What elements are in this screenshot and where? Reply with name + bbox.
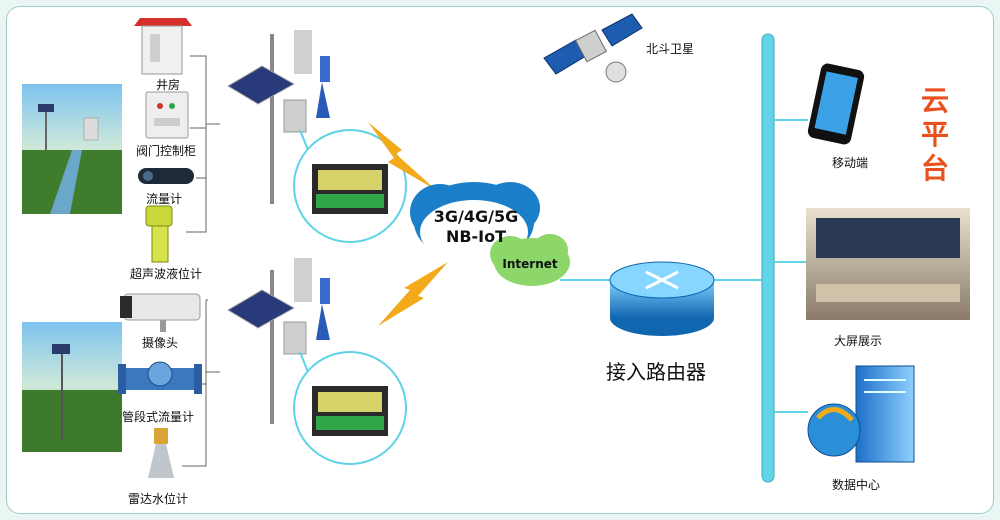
field-photo-2 (22, 322, 122, 452)
label-valve-cabinet: 阀门控制柜 (136, 144, 197, 158)
label-data-center: 数据中心 (832, 478, 881, 492)
wireless-signal-2 (378, 262, 448, 326)
monitoring-station-1 (227, 30, 330, 204)
internet-cloud (490, 234, 570, 286)
label-satellite: 北斗卫星 (646, 42, 695, 56)
cloud-bus-line (761, 33, 775, 483)
rtu-circle-2 (293, 351, 407, 465)
router-icon (609, 261, 715, 336)
control-room-photo (806, 208, 970, 320)
label-well-house: 井房 (156, 78, 181, 92)
wireless-signal-1 (368, 122, 436, 190)
rtu-circle-1 (293, 129, 407, 243)
label-radar-meter: 雷达水位计 (128, 492, 189, 506)
cloud-text-line2: NB-IoT (446, 227, 506, 246)
ultrasonic-level-meter-icon (145, 205, 173, 263)
monitoring-station-2 (227, 258, 330, 424)
pipe-flowmeter-icon (118, 361, 202, 394)
cloud-platform-title: 云平台 (920, 84, 949, 185)
label-big-screen: 大屏展示 (834, 334, 883, 348)
mobile-phone-icon (807, 63, 865, 145)
well-house-icon (134, 18, 192, 75)
cloud-text-line1: 3G/4G/5G (434, 207, 518, 226)
field-photo-1 (22, 84, 122, 214)
camera-icon (120, 293, 201, 332)
label-ultrasonic-meter: 超声波液位计 (130, 267, 203, 281)
data-center-icon (807, 365, 915, 463)
radar-level-meter-icon (148, 428, 174, 478)
sensor-bracket-1 (186, 55, 220, 233)
satellite-icon (543, 13, 643, 83)
label-mobile: 移动端 (832, 156, 869, 170)
label-router: 接入路由器 (606, 360, 706, 384)
internet-text: Internet (502, 257, 557, 271)
valve-cabinet-icon (145, 91, 189, 139)
label-pipe-flowmeter: 管段式流量计 (122, 410, 195, 424)
flowmeter-icon (138, 168, 194, 184)
label-flowmeter: 流量计 (146, 192, 183, 206)
label-camera: 摄像头 (142, 336, 179, 350)
